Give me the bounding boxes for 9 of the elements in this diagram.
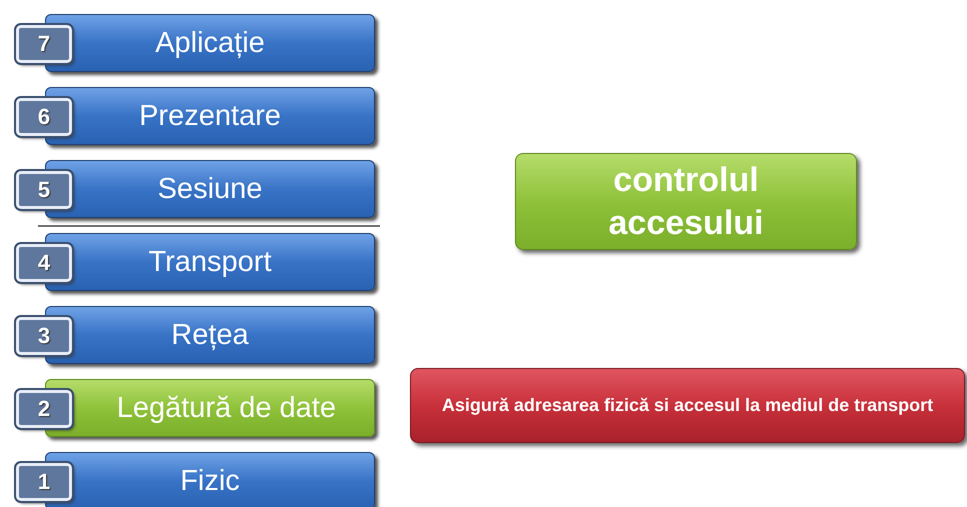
layer-number: 7 [16, 25, 72, 63]
layer-number: 6 [16, 98, 72, 136]
access-control-box: controlul accesului [515, 153, 857, 250]
layer-number: 2 [16, 390, 72, 428]
layer-number: 3 [16, 317, 72, 355]
layer-number: 5 [16, 171, 72, 209]
layer-number: 4 [16, 244, 72, 282]
description-box: Asigură adresarea fizică si accesul la mediul de transport [410, 368, 965, 443]
layer-number: 1 [16, 463, 72, 501]
